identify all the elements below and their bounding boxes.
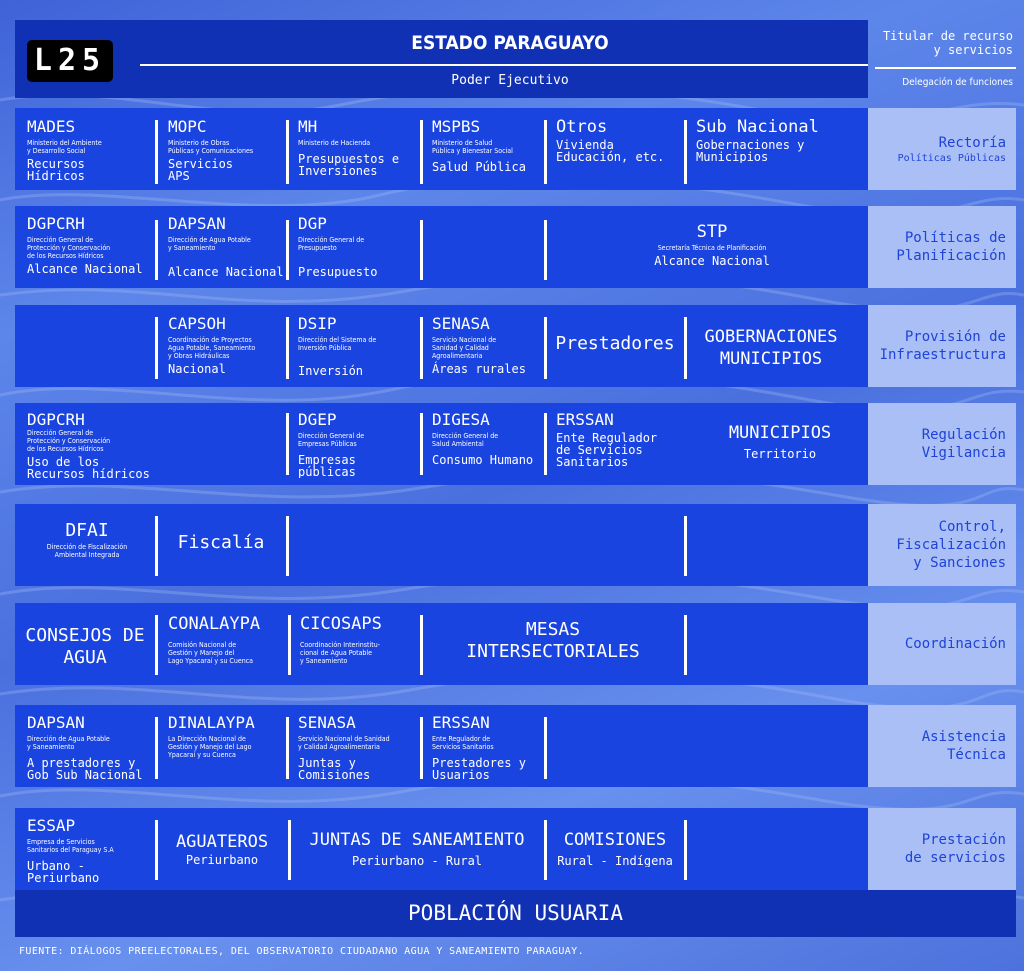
divider xyxy=(544,413,547,475)
row-label-politicas: Políticas de Planificación xyxy=(868,206,1016,288)
cell-comisiones: COMISIONES Rural - Indígena xyxy=(557,831,673,867)
cell-dgpcrh: DGPCRH Dirección General de Protección y… xyxy=(27,215,143,275)
page-title: ESTADO PARAGUAYO xyxy=(411,32,609,54)
divider xyxy=(155,220,158,280)
divider xyxy=(544,820,547,880)
row-label-rectoria: Rectoría Políticas Públicas xyxy=(868,108,1016,190)
cell-mspbs: MSPBS Ministerio de Salud Pública y Bien… xyxy=(432,118,526,173)
row-label-prestacion: Prestación de servicios xyxy=(868,808,1016,890)
cell-consejos-de-agua: CONSEJOS DE AGUA xyxy=(25,625,145,668)
row-label-asistencia: Asistencia Técnica xyxy=(868,705,1016,787)
cell-senasa: SENASA Servicio Nacional de Sanidad y Ca… xyxy=(432,315,526,375)
row-label-coordinacion: Coordinación xyxy=(868,603,1016,685)
cell-mesas-intersectoriales: MESAS INTERSECTORIALES xyxy=(466,619,640,662)
cell-otros: Otros Vivienda Educación, etc. xyxy=(556,118,665,163)
row-regulacion xyxy=(15,403,868,485)
header-divider xyxy=(140,64,868,66)
cell-municipios: MUNICIPIOS Territorio xyxy=(728,424,832,460)
divider xyxy=(684,516,687,576)
divider xyxy=(155,120,158,184)
cell-gobernaciones: GOBERNACIONES MUNICIPIOS xyxy=(704,327,838,369)
divider xyxy=(544,120,547,184)
cell-erssan-regulacion: ERSSAN Ente Regulador de Servicios Sanit… xyxy=(556,411,658,468)
cell-mh: MH Ministerio de Hacienda Presupuestos e… xyxy=(298,118,400,177)
divider xyxy=(155,820,158,880)
divider xyxy=(420,120,423,184)
divider xyxy=(684,120,687,184)
divider xyxy=(155,516,158,576)
row-label-regulacion: Regulación Vigilancia xyxy=(868,403,1016,485)
divider xyxy=(155,615,158,675)
column-divider xyxy=(875,67,1016,69)
cell-conalaypa: CONALAYPA Comisión Nacional de Gestión y… xyxy=(168,615,261,665)
divider xyxy=(286,717,289,779)
cell-erssan-asistencia: ERSSAN Ente Regulador de Servicios Sanit… xyxy=(432,714,526,781)
cell-fiscalia: Fiscalía xyxy=(177,532,265,553)
header-subtitle: Poder Ejecutivo xyxy=(451,73,569,88)
column-title: Titular de recurso y servicios xyxy=(882,29,1013,57)
divider xyxy=(544,717,547,779)
bottom-band: POBLACIÓN USUARIA xyxy=(15,890,1016,937)
divider xyxy=(286,317,289,379)
cell-mades: MADES Ministerio del Ambiente y Desarrol… xyxy=(27,118,102,182)
cell-dapsan-asistencia: DAPSAN Dirección de Agua Potable y Sanea… xyxy=(27,714,143,781)
logo: L25 xyxy=(27,40,113,82)
cell-aguateros: AGUATEROS Periurbano xyxy=(175,833,269,866)
divider xyxy=(420,220,423,280)
source-note: FUENTE: DIÁLOGOS PREELECTORALES, DEL OBS… xyxy=(19,946,585,957)
cell-dgep: DGEP Dirección General de Empresas Públi… xyxy=(298,411,365,478)
divider xyxy=(420,413,423,475)
cell-dsip: DSIP Dirección del Sistema de Inversión … xyxy=(298,315,377,377)
divider xyxy=(286,220,289,280)
cell-dgpcrh-regulacion: DGPCRH Dirección General de Protección y… xyxy=(27,411,150,480)
row-label-control: Control, Fiscalización y Sanciones xyxy=(868,504,1016,586)
cell-cicosaps: CICOSAPS Coordinación Interinstitu- cion… xyxy=(300,615,382,665)
divider xyxy=(684,317,687,379)
cell-prestadores: Prestadores xyxy=(555,333,675,354)
divider xyxy=(684,615,687,675)
cell-sub-nacional: Sub Nacional Gobernaciones y Municipios xyxy=(696,118,819,163)
cell-dgp: DGP Dirección General de Presupuesto Pre… xyxy=(298,215,378,278)
divider xyxy=(286,516,289,576)
column-subtitle: Delegación de funciones xyxy=(902,77,1013,88)
cell-dinalaypa: DINALAYPA La Dirección Nacional de Gesti… xyxy=(168,714,255,759)
divider xyxy=(288,615,291,675)
cell-senasa-asistencia: SENASA Servicio Nacional de Sanidad y Ca… xyxy=(298,714,390,781)
cell-dfai: DFAI Dirección de Fiscalización Ambienta… xyxy=(46,522,128,559)
header-band xyxy=(15,20,868,98)
divider xyxy=(155,717,158,779)
divider xyxy=(288,820,291,880)
divider xyxy=(544,220,547,280)
cell-mopc: MOPC Ministerio de Obras Públicas y Comu… xyxy=(168,118,254,182)
divider xyxy=(544,317,547,379)
cell-essap: ESSAP Empresa de Servicios Sanitarios de… xyxy=(27,817,114,884)
divider xyxy=(420,717,423,779)
cell-capsoh: CAPSOH Coordinación de Proyectos Agua Po… xyxy=(168,315,256,375)
cell-digesa: DIGESA Dirección General de Salud Ambien… xyxy=(432,411,534,466)
divider xyxy=(420,615,423,675)
divider xyxy=(286,120,289,184)
cell-stp: STP Secretaría Técnica de Planificación … xyxy=(654,223,770,267)
cell-dapsan: DAPSAN Dirección de Agua Potable y Sanea… xyxy=(168,215,284,278)
row-label-provision: Provisión de Infraestructura xyxy=(868,305,1016,387)
divider xyxy=(684,820,687,880)
cell-juntas-de-saneamiento: JUNTAS DE SANEAMIENTO Periurbano - Rural xyxy=(309,831,525,867)
divider xyxy=(420,317,423,379)
divider xyxy=(155,317,158,379)
divider xyxy=(286,413,289,475)
